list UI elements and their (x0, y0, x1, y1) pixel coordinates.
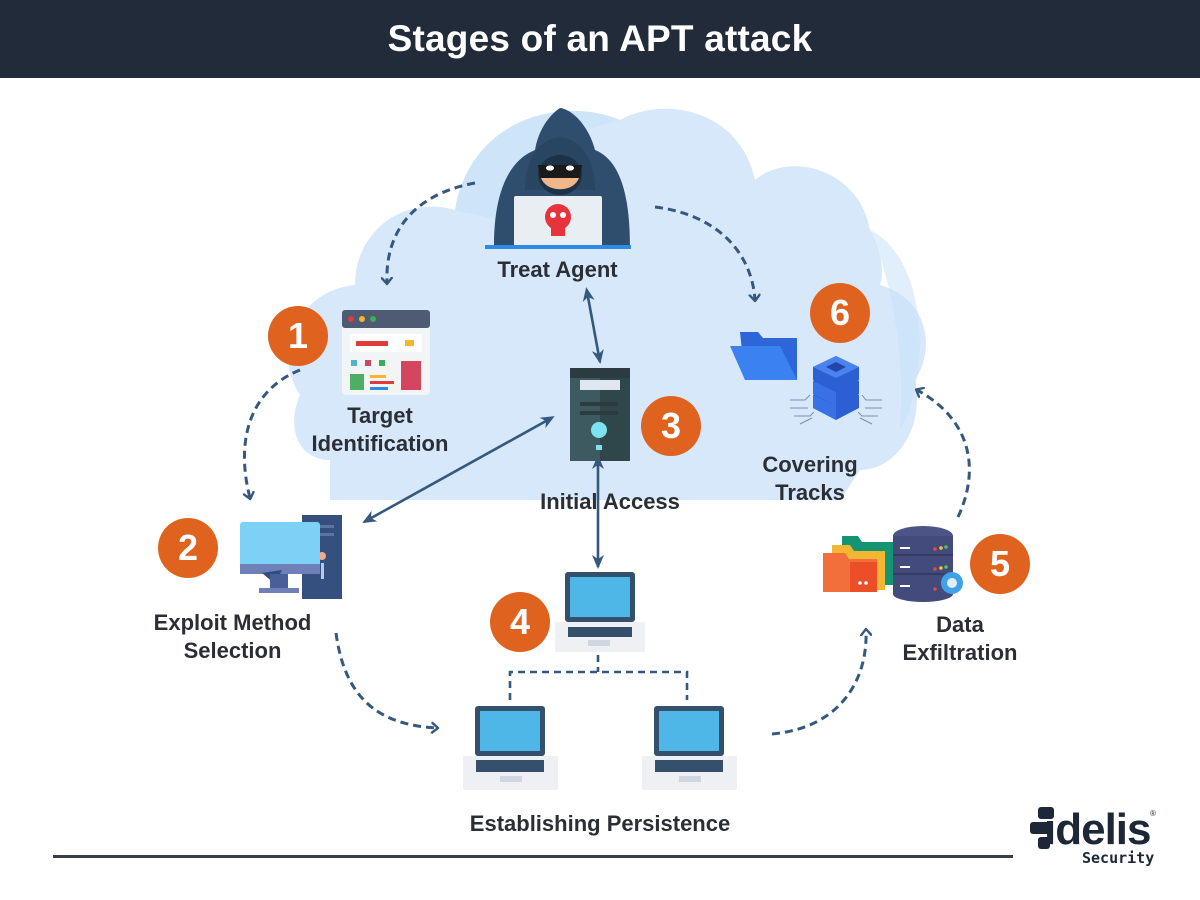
stage-6-label: Covering Tracks (735, 451, 885, 507)
dashed-arrow-agent-to-1 (387, 181, 476, 283)
server-tower-icon (570, 368, 630, 461)
page-title: Stages of an APT attack (387, 18, 813, 59)
web-page-icon (342, 310, 430, 395)
laptop-top (555, 572, 645, 652)
stage-6-label-line1: Covering (762, 452, 858, 477)
laptop-network-icon (463, 572, 737, 790)
dashed-arrow-5-to-6 (917, 390, 971, 518)
stage-4-label: Establishing Persistence (469, 811, 731, 836)
solid-arrow-agent-3 (582, 287, 604, 364)
stage-2-label-line2: Selection (183, 638, 282, 663)
folder-server-icon (730, 332, 882, 425)
laptop-right (642, 706, 737, 790)
stage-5-badge: 5 (970, 534, 1030, 594)
stage-5-label-line2: Exfiltration (902, 640, 1018, 665)
fidelis-logo: idelis ® Security (1030, 805, 1180, 875)
stage-4-badge: 4 (490, 592, 550, 652)
solid-arrow-3-2 (362, 416, 555, 524)
logo-f-mark-icon (1030, 807, 1054, 849)
stage-5-label: Data Exfiltration (880, 611, 1040, 667)
laptop-left (463, 706, 558, 790)
stage-3-label: Initial Access (540, 489, 680, 514)
stage-2-badge: 2 (158, 518, 218, 578)
cloud-shape (288, 108, 926, 500)
stage-1-badge: 1 (268, 306, 328, 366)
logo-subtitle: Security (1082, 849, 1155, 867)
stage-1-label-line1: Target (347, 403, 413, 428)
stage-2-label: Exploit Method Selection (130, 609, 335, 665)
stage-6-badge: 6 (810, 283, 870, 343)
dashed-arrow-agent-to-6 (654, 205, 755, 300)
stage-2-label-line1: Exploit Method (153, 610, 312, 635)
database-folders-icon (823, 526, 963, 602)
stage-1-label-line2: Identification (311, 431, 449, 456)
stage-1-label: Target Identification (300, 402, 460, 458)
footer-divider (53, 855, 1013, 858)
threat-agent-label: Treat Agent (497, 257, 618, 282)
dashed-arrow-4-to-5 (771, 630, 866, 736)
stage-5-label-line1: Data (936, 612, 984, 637)
stage-6-label-line2: Tracks (775, 480, 845, 505)
logo-wordmark: idelis (1044, 805, 1151, 854)
dashed-arrow-2-to-4 (334, 632, 437, 728)
stage-3-badge: 3 (641, 396, 701, 456)
dashed-arrow-1-to-2 (244, 368, 301, 498)
hacker-icon (485, 108, 631, 249)
title-banner: Stages of an APT attack (0, 0, 1200, 78)
logo-registered-mark: ® (1150, 809, 1156, 818)
desktop-computer-icon (240, 515, 342, 599)
